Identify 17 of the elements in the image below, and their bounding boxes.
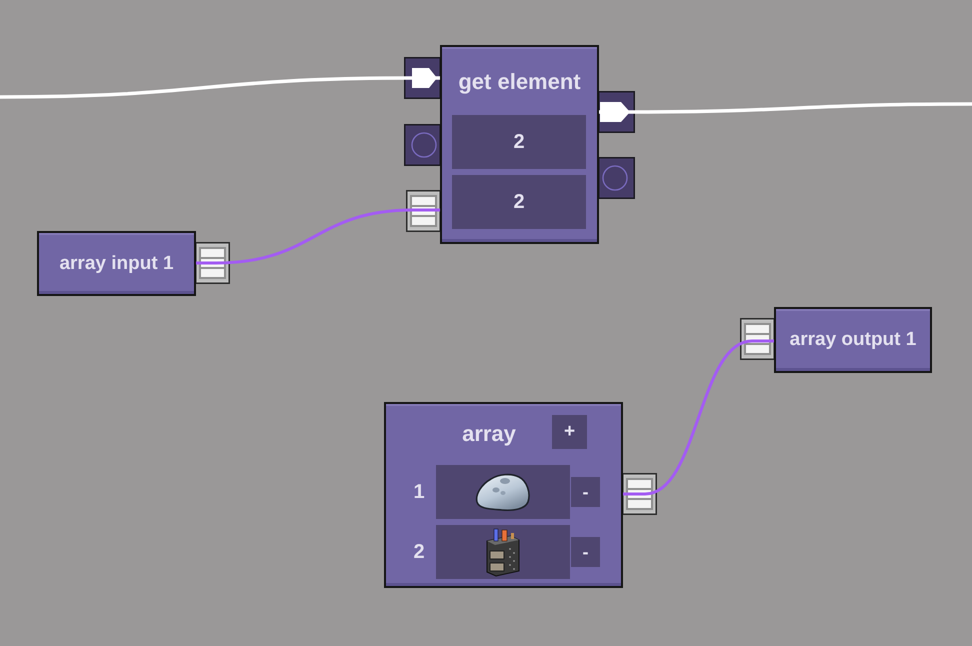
node-title: array [461,421,517,447]
index-number: 1 [412,480,426,504]
remove-button: - [571,477,600,507]
wire [196,208,440,264]
add-button: + [552,415,587,449]
node-title: get element [457,69,582,95]
array-node [384,402,623,588]
value-field: 2 [452,115,586,169]
output-node: array output 1 [774,307,932,373]
value-field: 2 [452,175,586,229]
item-slot [436,525,570,579]
wire [623,340,774,496]
index-number: 2 [412,540,426,564]
remove-button: - [571,537,600,567]
function-node [440,45,599,244]
item-slot [436,465,570,519]
input-node: array input 1 [37,231,196,296]
